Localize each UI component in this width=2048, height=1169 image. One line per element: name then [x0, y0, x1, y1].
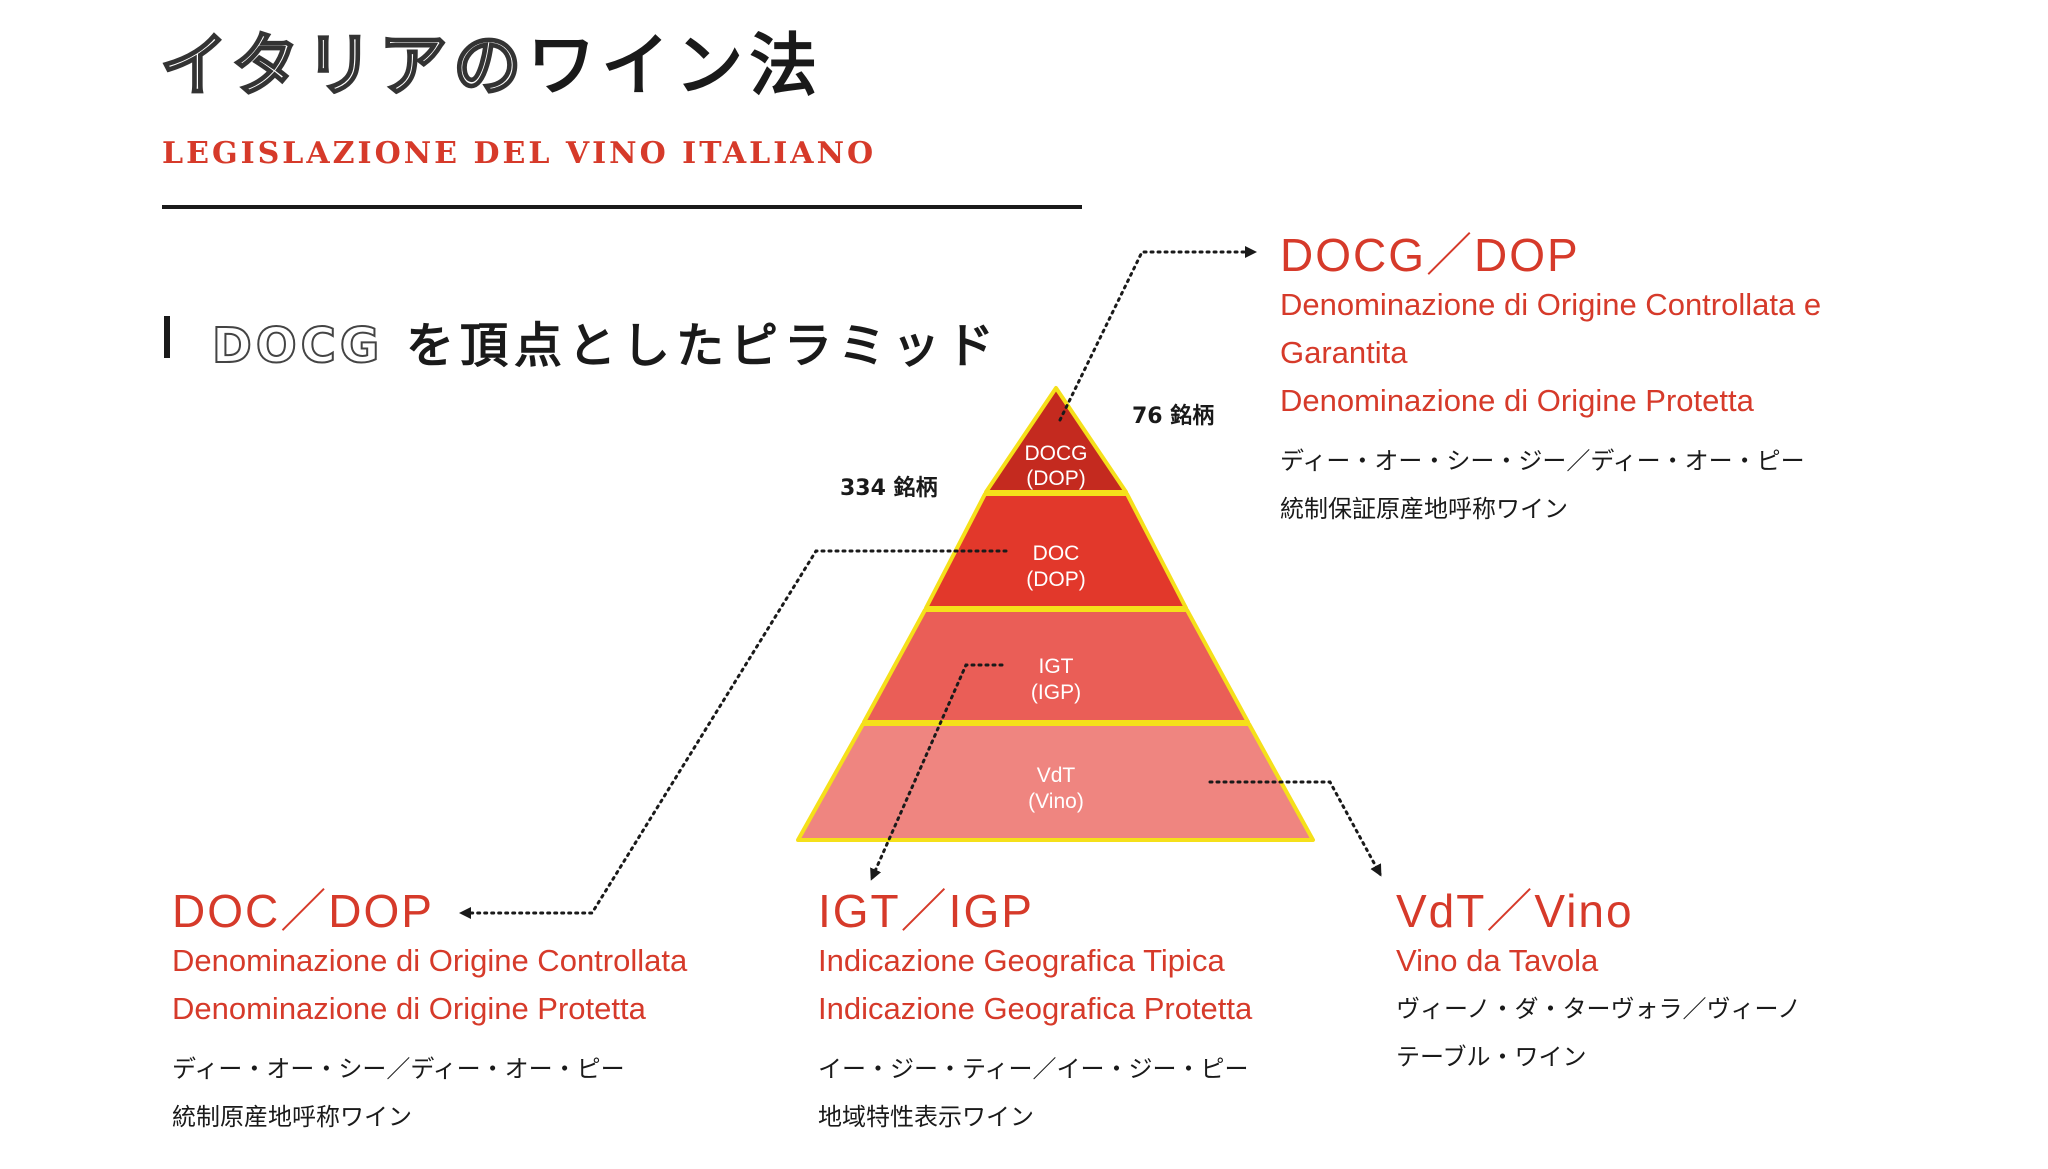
tier-vdt-label: VdT [1037, 764, 1076, 787]
tier-docg-label: DOCG [1025, 442, 1088, 465]
connector-vdt [1208, 780, 1382, 877]
doc-japanese: 統制原産地呼称ワイン [172, 1102, 412, 1131]
igt-italian-line: Indicazione Geografica Protetta [818, 990, 1253, 1026]
header-divider [162, 205, 1082, 209]
docg-italian-line: Garantita [1280, 334, 1408, 370]
info-block-igt: IGT／IGP Indicazione Geografica Tipica In… [818, 886, 1252, 1141]
section-heading: DOCG を頂点としたピラミッド [211, 306, 1001, 376]
page-title: イタリアのワイン法 [159, 27, 824, 106]
info-block-vdt: VdT／Vino Vino da Tavola ヴィーノ・ダ・ターヴォラ／ヴィー… [1396, 886, 1801, 1081]
docg-japanese: 統制保証原産地呼称ワイン [1280, 494, 1568, 523]
connector-doc [459, 549, 1008, 919]
tier-igt-label: IGT [1039, 655, 1074, 678]
info-block-doc: DOC／DOP Denominazione di Origine Control… [172, 886, 687, 1141]
tier-vdt-sublabel: (Vino) [1028, 790, 1084, 813]
vdt-reading: ヴィーノ・ダ・ターヴォラ／ヴィーノ [1396, 994, 1802, 1023]
section-marker [164, 316, 170, 358]
doc-brand-count: 334 銘柄 [840, 476, 938, 501]
info-block-docg: DOCG／DOP Denominazione di Origine Contro… [1280, 230, 1821, 533]
section-heading-outline: DOCG [211, 317, 384, 375]
vdt-italian-line: Vino da Tavola [1396, 942, 1599, 978]
page-title-outline: イタリアの [159, 27, 528, 106]
igt-code: IGT／IGP [818, 885, 1034, 937]
igt-reading: イー・ジー・ティー／イー・ジー・ピー [818, 1054, 1249, 1083]
doc-code: DOC／DOP [172, 885, 434, 937]
docg-reading: ディー・オー・シー・ジー／ディー・オー・ピー [1280, 446, 1805, 475]
docg-italian-line: Denominazione di Origine Controllata e [1280, 286, 1822, 322]
page-title-solid: ワイン法 [527, 27, 824, 106]
doc-italian-line: Denominazione di Origine Controllata [172, 942, 688, 978]
section-heading-rest: を頂点としたピラミッド [406, 318, 1001, 374]
tier-doc-sublabel: (DOP) [1026, 568, 1086, 591]
page-subtitle: LEGISLAZIONE DEL VINO ITALIANO [162, 136, 877, 171]
tier-doc-label: DOC [1033, 542, 1080, 565]
igt-italian-line: Indicazione Geografica Tipica [818, 942, 1225, 978]
docg-code: DOCG／DOP [1280, 229, 1580, 281]
connector-docg [1058, 246, 1257, 422]
igt-japanese: 地域特性表示ワイン [818, 1102, 1034, 1131]
vdt-japanese: テーブル・ワイン [1396, 1042, 1587, 1071]
tier-igt-sublabel: (IGP) [1031, 681, 1081, 704]
doc-reading: ディー・オー・シー／ディー・オー・ピー [172, 1054, 625, 1083]
doc-italian-line: Denominazione di Origine Protetta [172, 990, 646, 1026]
connector-igt [870, 663, 1004, 881]
vdt-code: VdT／Vino [1396, 885, 1634, 937]
docg-italian-line: Denominazione di Origine Protetta [1280, 382, 1754, 418]
docg-brand-count: 76 銘柄 [1132, 404, 1215, 429]
tier-docg-sublabel: (DOP) [1026, 467, 1086, 490]
